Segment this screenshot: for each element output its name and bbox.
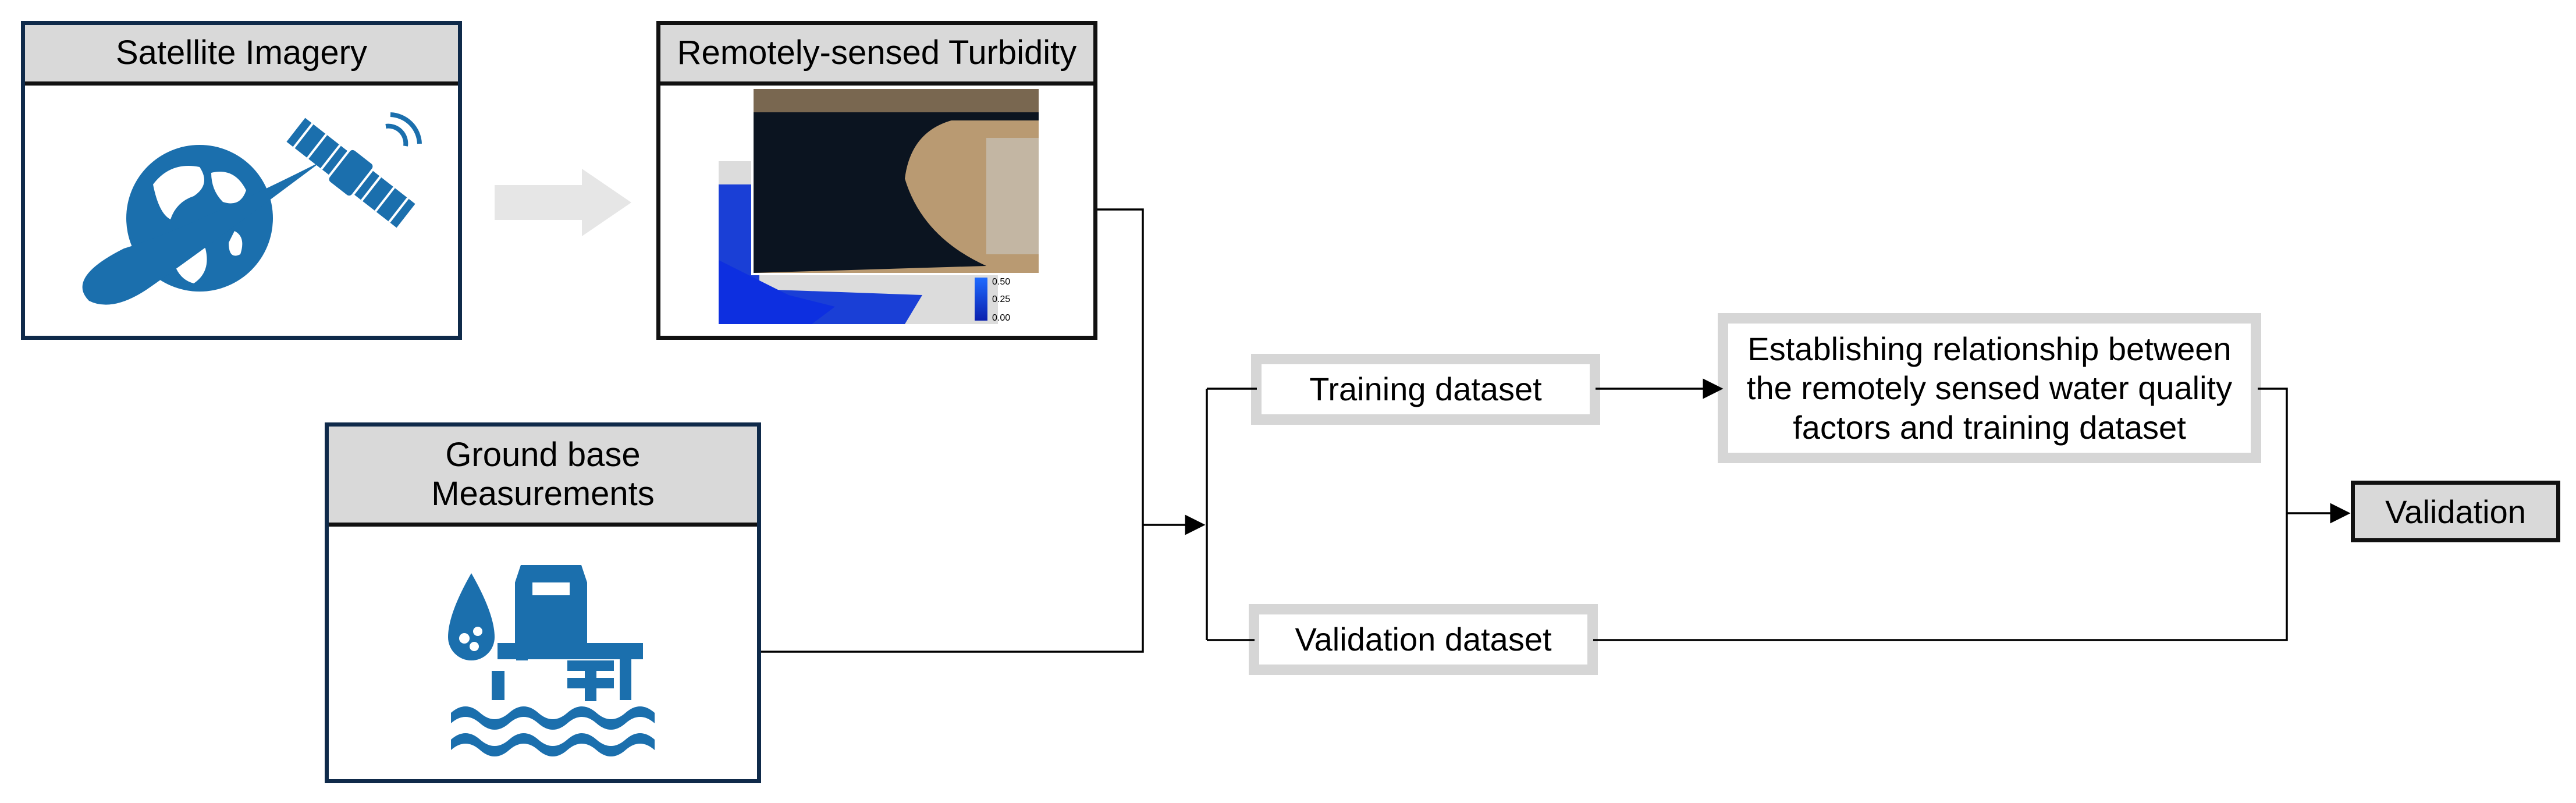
- relationship-box: Establishing relationship between the re…: [1718, 313, 2261, 463]
- colorbar-tick: 0.25: [992, 294, 1010, 304]
- turbidity-connector: [1097, 208, 1144, 525]
- water-station-icon: [448, 565, 655, 756]
- colorbar-tick: 0.00: [992, 313, 1010, 323]
- turbidity-map-image: 0.50 0.25 0.00: [719, 87, 1041, 324]
- ground-measurements-panel: Ground base Measurements: [325, 422, 761, 783]
- ground-measurements-title: Ground base Measurements: [329, 427, 757, 527]
- validation-dataset-box: Validation dataset: [1249, 604, 1598, 675]
- validation-box: Validation: [2351, 481, 2560, 542]
- satellite-globe-icon: [82, 112, 422, 305]
- training-dataset-box: Training dataset: [1251, 354, 1600, 425]
- turbidity-title: Remotely-sensed Turbidity: [660, 25, 1093, 86]
- colorbar-tick: 0.50: [992, 277, 1010, 287]
- satellite-imagery-panel: Satellite Imagery: [21, 21, 462, 340]
- satellite-imagery-title: Satellite Imagery: [25, 25, 458, 86]
- turbidity-panel: Remotely-sensed Turbidity 0.50 0.25 0.00: [656, 21, 1097, 340]
- ground-connector: [761, 525, 1144, 653]
